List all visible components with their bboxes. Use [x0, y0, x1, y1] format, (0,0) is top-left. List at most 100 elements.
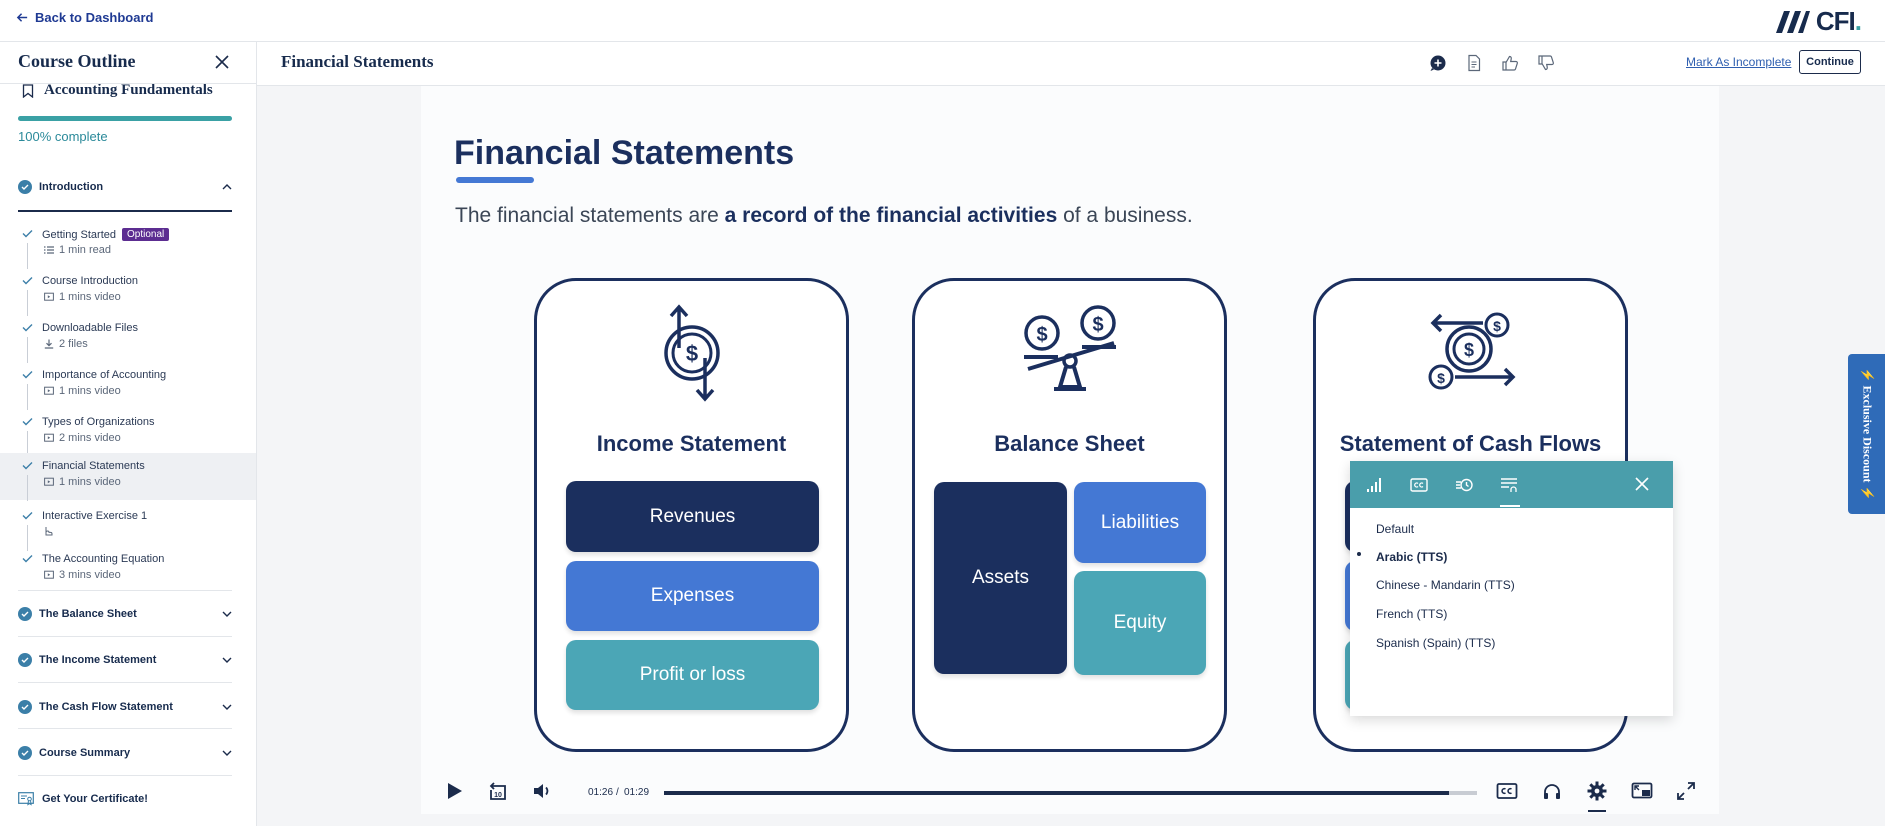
- assets-block: Assets: [934, 482, 1067, 674]
- lesson-meta: 3 mins video: [44, 569, 121, 581]
- close-icon[interactable]: [1635, 477, 1649, 491]
- equity-block: Equity: [1074, 571, 1206, 675]
- fullscreen-icon[interactable]: [1675, 780, 1697, 802]
- timeline-line: [27, 290, 28, 316]
- language-option-default[interactable]: Default: [1376, 522, 1415, 536]
- slide-title: Financial Statements: [454, 134, 795, 172]
- profit-or-loss-block: Profit or loss: [566, 640, 819, 710]
- section-the-balance-sheet[interactable]: The Balance Sheet: [18, 599, 232, 629]
- top-bar: Back to Dashboard CFI.: [0, 0, 1885, 42]
- section-the-income-statement[interactable]: The Income Statement: [18, 645, 232, 675]
- quality-icon[interactable]: [1366, 476, 1384, 494]
- timeline-line: [27, 337, 28, 363]
- thumbs-down-icon[interactable]: [1537, 54, 1555, 72]
- section-divider: [18, 728, 232, 729]
- headphones-icon[interactable]: [1541, 780, 1563, 802]
- arrow-left-icon: [16, 13, 28, 22]
- check-icon: [22, 462, 33, 470]
- lesson-header-title: Financial Statements: [281, 52, 434, 71]
- lesson-title: Interactive Exercise 1: [42, 510, 148, 522]
- audio-language-icon[interactable]: [1500, 476, 1518, 494]
- cfi-logo-text: CFI.: [1815, 6, 1862, 36]
- section-label: The Cash Flow Statement: [39, 701, 173, 713]
- balance-sheet-card: $ $ Balance Sheet Assets Liabilities Equ…: [912, 278, 1227, 752]
- settings-active-underline: [1588, 810, 1606, 812]
- section-divider: [18, 682, 232, 683]
- transcript-icon[interactable]: [1465, 54, 1483, 72]
- video-icon: [44, 477, 54, 486]
- language-option-chinese-mandarin[interactable]: Chinese - Mandarin (TTS): [1376, 578, 1515, 592]
- svg-text:$: $: [1463, 340, 1473, 360]
- lesson-item-downloadable-files[interactable]: Downloadable Files 2 files: [0, 315, 256, 363]
- course-name: Accounting Fundamentals: [22, 82, 213, 99]
- get-certificate-link[interactable]: Get Your Certificate!: [18, 792, 148, 806]
- list-icon: [44, 246, 54, 254]
- lesson-title: Course Introduction: [42, 275, 138, 287]
- lesson-header: Financial Statements Mark As Incomplete …: [257, 42, 1885, 86]
- language-option-french[interactable]: French (TTS): [1376, 607, 1448, 621]
- section-divider: [18, 636, 232, 637]
- completed-check-icon: [18, 180, 32, 194]
- captions-icon[interactable]: [1410, 476, 1428, 494]
- svg-text:$: $: [1092, 314, 1103, 336]
- section-the-cash-flow-statement[interactable]: The Cash Flow Statement: [18, 692, 232, 722]
- lesson-meta: [44, 526, 59, 536]
- time-separator: /: [616, 787, 619, 798]
- settings-gear-icon[interactable]: [1586, 780, 1608, 802]
- check-icon: [22, 230, 33, 238]
- timeline-line: [27, 384, 28, 410]
- section-underline: [18, 210, 232, 212]
- bookmark-icon: [22, 83, 34, 98]
- captions-icon[interactable]: [1496, 780, 1518, 802]
- timeline-line: [27, 475, 28, 501]
- section-introduction[interactable]: Introduction: [18, 172, 232, 202]
- video-icon: [44, 433, 54, 442]
- slide-subtitle: The financial statements are a record of…: [455, 204, 1193, 227]
- cash-flow-cycle-icon: $ $ $: [1428, 312, 1515, 390]
- check-icon: [22, 418, 33, 426]
- language-option-spanish[interactable]: Spanish (Spain) (TTS): [1376, 636, 1496, 650]
- section-course-summary[interactable]: Course Summary: [18, 738, 232, 768]
- exclusive-discount-tab[interactable]: ⚡ Exclusive Discount ⚡: [1848, 354, 1885, 514]
- lesson-item-the-accounting-equation[interactable]: The Accounting Equation 3 mins video: [0, 546, 256, 593]
- seek-bar[interactable]: [664, 791, 1477, 795]
- close-icon[interactable]: [214, 54, 230, 70]
- thumbs-up-icon[interactable]: [1501, 54, 1519, 72]
- section-label: The Balance Sheet: [39, 608, 137, 620]
- lesson-meta: 2 mins video: [44, 432, 121, 444]
- lesson-title: The Accounting Equation: [42, 553, 165, 565]
- section-divider: [18, 775, 232, 776]
- lesson-title: Importance of Accounting: [42, 369, 167, 381]
- lesson-item-financial-statements[interactable]: Financial Statements 1 mins video: [0, 453, 256, 501]
- continue-button[interactable]: Continue: [1799, 50, 1861, 74]
- svg-text:10: 10: [494, 792, 502, 799]
- lesson-meta: 2 files: [44, 338, 88, 350]
- back-to-dashboard-link[interactable]: Back to Dashboard: [16, 10, 153, 25]
- mark-as-incomplete-link[interactable]: Mark As Incomplete: [1686, 55, 1792, 69]
- cfi-logo[interactable]: CFI.: [1770, 6, 1862, 37]
- check-icon: [22, 512, 33, 520]
- playback-speed-icon[interactable]: [1455, 476, 1473, 494]
- sidebar-title: Course Outline: [18, 51, 136, 71]
- rewind-10-icon[interactable]: 10: [487, 780, 509, 802]
- add-comment-icon[interactable]: [1429, 54, 1447, 72]
- lesson-item-types-of-organizations[interactable]: Types of Organizations 2 mins video: [0, 409, 256, 457]
- video-icon: [44, 386, 54, 395]
- lesson-item-course-introduction[interactable]: Course Introduction 1 mins video: [0, 268, 256, 316]
- lesson-title: Downloadable Files: [42, 322, 138, 334]
- lesson-item-interactive-exercise-1[interactable]: Interactive Exercise 1: [0, 503, 256, 551]
- lesson-title: Financial Statements: [42, 460, 145, 472]
- expenses-block: Expenses: [566, 561, 819, 631]
- completed-check-icon: [18, 607, 32, 621]
- lesson-item-importance-of-accounting[interactable]: Importance of Accounting 1 mins video: [0, 362, 256, 410]
- download-icon: [44, 339, 54, 349]
- picture-in-picture-icon[interactable]: [1631, 780, 1653, 802]
- volume-icon[interactable]: [531, 780, 553, 802]
- play-icon[interactable]: [443, 780, 465, 802]
- lesson-meta: 1 mins video: [44, 476, 121, 488]
- svg-text:$: $: [1437, 370, 1445, 386]
- language-option-arabic[interactable]: Arabic (TTS): [1376, 550, 1448, 564]
- course-progress-fill: [18, 116, 232, 121]
